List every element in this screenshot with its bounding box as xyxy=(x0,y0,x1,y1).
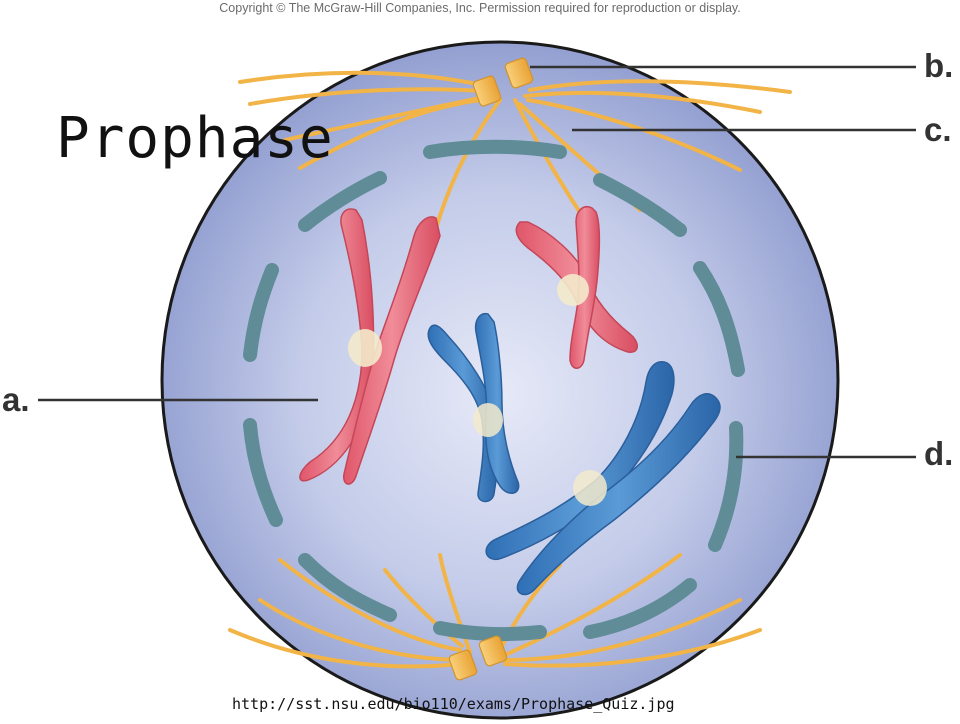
label-b: b. xyxy=(924,47,954,84)
centromere-red-large xyxy=(348,329,382,367)
nuclear-envelope xyxy=(243,139,745,642)
label-c: c. xyxy=(924,111,952,148)
diagram-title: Prophase xyxy=(56,106,334,171)
centromere-blue-small xyxy=(473,403,503,437)
spindle-fibers-bottom xyxy=(228,553,762,669)
leader-lines xyxy=(38,65,916,459)
label-a: a. xyxy=(2,381,30,418)
centrosome-bottom xyxy=(448,635,508,681)
centromere-red-small xyxy=(557,274,589,306)
centromere-blue-large xyxy=(573,470,607,506)
chromosome-blue-large xyxy=(485,361,721,596)
label-d: d. xyxy=(924,435,954,472)
source-url: http://sst.nsu.edu/bio110/exams/Prophase… xyxy=(232,695,675,713)
copyright-notice: Copyright © The McGraw-Hill Companies, I… xyxy=(219,1,741,15)
centrosome-top xyxy=(472,57,534,107)
